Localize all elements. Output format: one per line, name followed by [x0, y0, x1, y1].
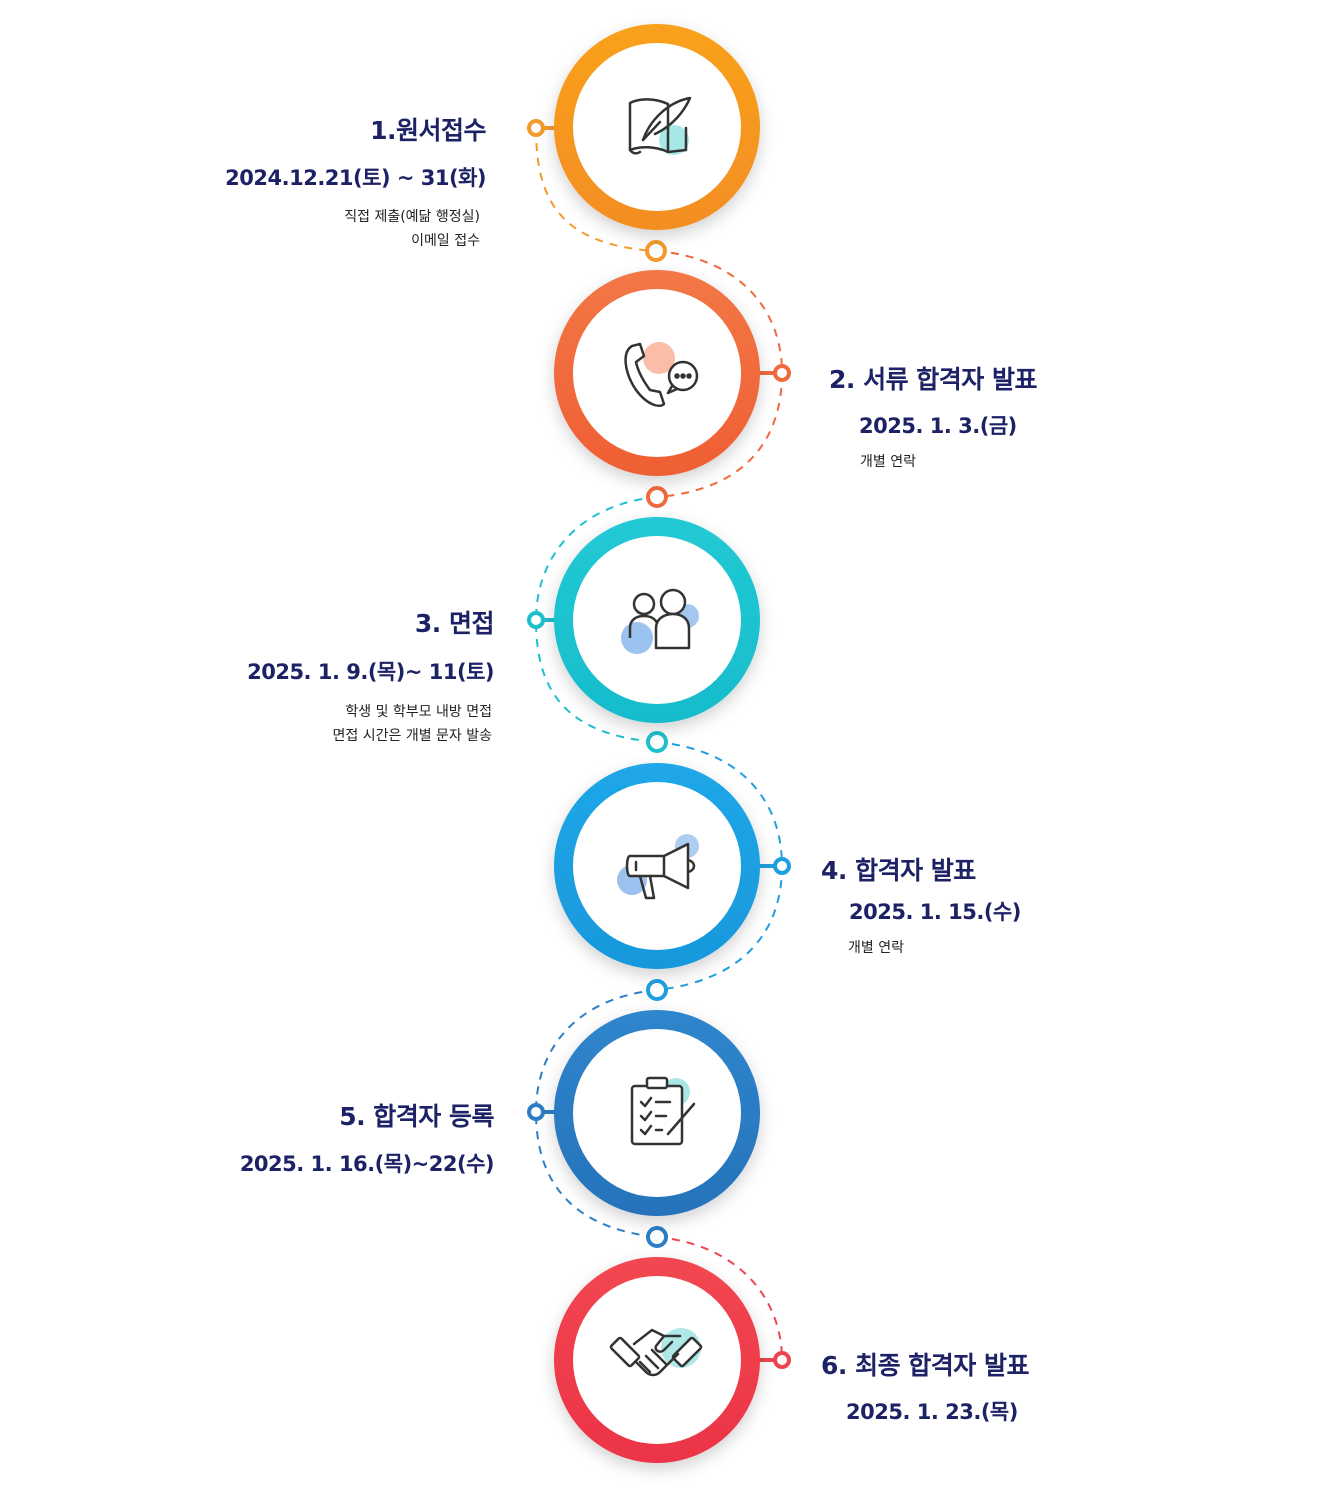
step-2-desc-line-1: 개별 연락 — [860, 454, 916, 470]
connector-1 — [535, 127, 657, 252]
connector-3 — [534, 496, 658, 743]
step-3-date: 2025. 1. 9.(목)~ 11(토) — [247, 660, 494, 684]
connector-5 — [534, 989, 658, 1238]
phone-chat-icon — [624, 342, 699, 407]
connector-2 — [655, 250, 784, 498]
handshake-icon — [609, 1328, 703, 1377]
step-5-date: 2025. 1. 16.(목)~22(수) — [239, 1152, 495, 1176]
step-circle-3 — [554, 517, 760, 723]
step-6-title: 6. 최종 합격자 발표 — [821, 1351, 1030, 1380]
step-circle-1 — [554, 24, 760, 230]
step-1-date: 2024.12.21(토) ~ 31(화) — [225, 166, 486, 190]
step-4-date: 2025. 1. 15.(수) — [849, 900, 1021, 924]
step-3-desc-line-2: 면접 시간은 개별 문자 발송 — [332, 728, 492, 744]
step-1-desc-line-2: 이메일 접수 — [411, 233, 480, 249]
step-1-title: 1.원서접수 — [370, 116, 486, 145]
step-4-desc-line-1: 개별 연락 — [848, 940, 904, 956]
step-2-desc: 개별 연락 — [860, 450, 916, 474]
step-1-desc: 직접 제출(예닮 행정실) 이메일 접수 — [344, 205, 480, 253]
step-4-title: 4. 합격자 발표 — [821, 856, 976, 885]
step-5-title: 5. 합격자 등록 — [339, 1102, 494, 1131]
step-4-desc: 개별 연락 — [848, 936, 904, 960]
step-6-date: 2025. 1. 23.(목) — [846, 1400, 1018, 1424]
step-2-date: 2025. 1. 3.(금) — [859, 414, 1017, 438]
step-3-title: 3. 면접 — [414, 609, 495, 638]
step-circle-6 — [554, 1257, 760, 1463]
people-icon — [621, 588, 699, 654]
book-quill-icon — [628, 96, 692, 155]
connector-6 — [656, 1236, 783, 1361]
step-3-desc: 학생 및 학부모 내방 면접 면접 시간은 개별 문자 발송 — [333, 700, 492, 748]
step-1-desc-line-1: 직접 제출(예닮 행정실) — [344, 209, 480, 225]
step-2-title: 2. 서류 합격자 발표 — [829, 365, 1038, 394]
step-3-desc-line-1: 학생 및 학부모 내방 면접 — [345, 704, 492, 720]
clipboard-checklist-icon — [630, 1076, 696, 1146]
megaphone-icon — [617, 834, 699, 900]
